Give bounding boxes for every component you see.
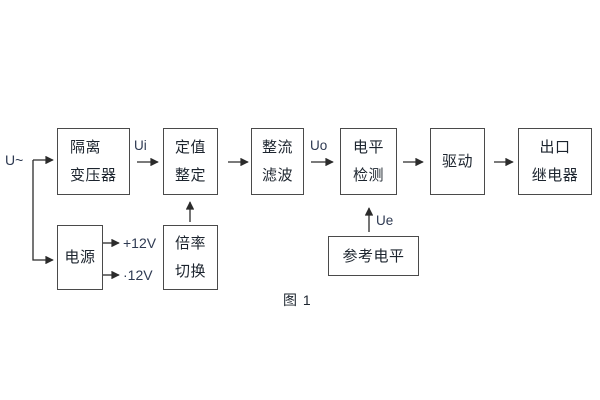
block-rectifier-filter: 整流 滤波	[251, 128, 304, 195]
block-label: 参考电平	[342, 247, 405, 265]
block-setting-adjust: 定值 整定	[163, 128, 218, 195]
block-label: 整流	[261, 139, 293, 156]
block-output-relay: 出口 继电器	[518, 128, 592, 195]
signal-label-minus12v: ·12V	[123, 267, 153, 283]
block-label: 整定	[174, 167, 206, 184]
block-label: 切换	[174, 263, 206, 280]
block-reference-level: 参考电平	[328, 236, 419, 276]
block-ratio-switching: 倍率 切换	[163, 225, 218, 290]
signal-label-uo: Uo	[310, 138, 328, 153]
block-label: 倍率	[174, 235, 206, 252]
signal-label-input: U~	[5, 152, 24, 168]
block-label: 驱动	[441, 153, 473, 170]
block-label: 电平	[352, 139, 384, 156]
arrow-input-to-power-supply	[32, 160, 54, 265]
signal-label-plus12v: +12V	[123, 235, 157, 251]
block-drive: 驱动	[430, 128, 485, 195]
block-power-supply: 电源	[57, 225, 103, 290]
block-label: 滤波	[261, 167, 293, 184]
block-label: 隔离	[70, 139, 102, 156]
block-level-detection: 电平 检测	[340, 128, 397, 195]
figure-caption: 图 1	[283, 292, 312, 308]
signal-label-ue: Ue	[376, 213, 394, 228]
block-label: 继电器	[531, 167, 579, 184]
block-label: 定值	[174, 139, 206, 156]
block-label: 电源	[64, 249, 96, 266]
block-label: 变压器	[70, 167, 117, 184]
signal-label-ui: Ui	[134, 138, 147, 153]
block-label: 检测	[352, 167, 384, 184]
block-label: 出口	[539, 139, 571, 156]
block-isolation-transformer: 隔离 变压器	[57, 128, 130, 195]
